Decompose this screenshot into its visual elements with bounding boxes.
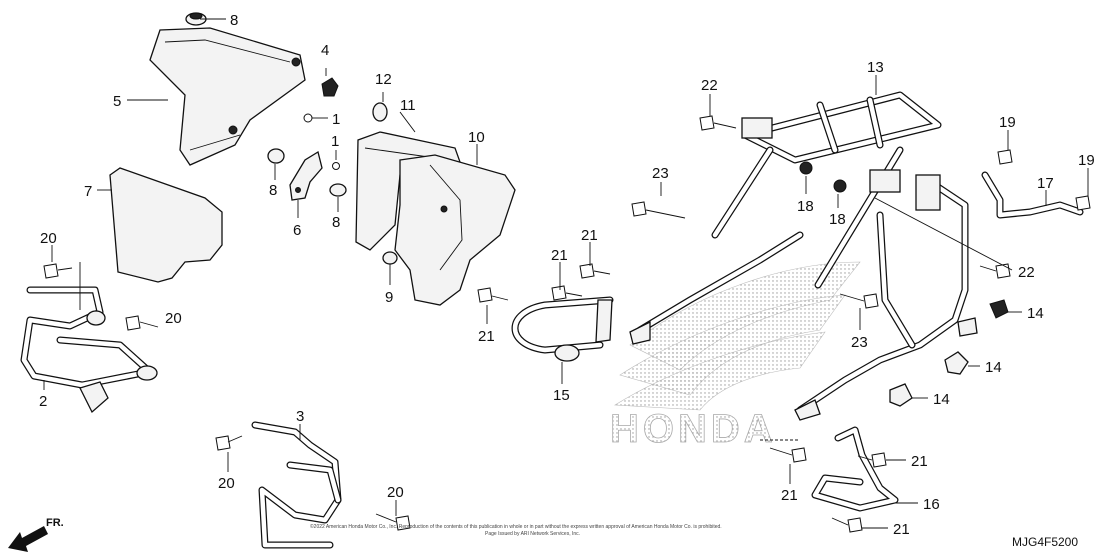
callout-21-a: 21 <box>478 328 495 345</box>
callout-14-c: 14 <box>933 391 950 408</box>
callout-5: 5 <box>113 93 121 110</box>
nuts <box>799 161 1009 407</box>
callout-3: 3 <box>296 408 304 425</box>
part-6-bracket <box>289 150 323 201</box>
callout-11: 11 <box>400 97 416 114</box>
callout-1-lower: 1 <box>331 133 339 150</box>
honda-watermark-text: HONDA <box>610 407 777 451</box>
part-13-rear-frame <box>629 91 978 421</box>
callout-1-upper: 1 <box>332 111 340 128</box>
callout-23-top: 23 <box>652 165 669 182</box>
callout-15: 15 <box>553 387 570 404</box>
callout-4: 4 <box>321 42 329 59</box>
callout-21-b: 21 <box>551 247 568 264</box>
copyright-line-1: ©2022 American Honda Motor Co., Inc. Rep… <box>310 523 722 530</box>
copyright-line-2: Page Issued by ARI Network Services, Inc… <box>485 531 580 537</box>
callout-19-a: 19 <box>999 114 1016 131</box>
callout-21-c: 21 <box>581 227 598 244</box>
callout-17: 17 <box>1037 175 1054 192</box>
bolts <box>43 115 1091 533</box>
leader-lines <box>43 18 1089 529</box>
callout-14-b: 14 <box>985 359 1002 376</box>
honda-wing-watermark: HONDA <box>610 261 861 451</box>
callout-20-left: 20 <box>40 230 57 247</box>
part-5-side-cover <box>149 27 306 166</box>
part-15-u-bracket <box>511 296 614 362</box>
callout-14-a: 14 <box>1027 305 1044 322</box>
fr-label: FR. <box>46 517 64 529</box>
callout-20-rail3: 20 <box>387 484 404 501</box>
part-2-grab-rail <box>20 286 158 414</box>
callout-8-top: 8 <box>230 12 238 29</box>
callout-18-a: 18 <box>797 198 814 215</box>
callout-13: 13 <box>867 59 884 76</box>
callout-8-mid: 8 <box>269 182 277 199</box>
part-16-bracket <box>811 426 899 512</box>
callout-23-bottom: 23 <box>851 334 868 351</box>
callout-22-top: 22 <box>701 77 718 94</box>
callout-20-bottom: 20 <box>218 475 235 492</box>
callout-9: 9 <box>385 289 393 306</box>
callout-21-f: 21 <box>893 521 910 538</box>
callout-18-b: 18 <box>829 211 846 228</box>
callout-8-low: 8 <box>332 214 340 231</box>
part-17-clip <box>981 171 1084 219</box>
callout-19-b: 19 <box>1078 152 1095 169</box>
callout-2: 2 <box>39 393 47 410</box>
callout-12: 12 <box>375 71 392 88</box>
callout-10: 10 <box>468 129 485 146</box>
part-3-grab-rail <box>251 421 342 549</box>
callout-21-d: 21 <box>781 487 798 504</box>
front-direction-arrow: FR. <box>8 517 64 552</box>
part-7-panel <box>109 167 223 283</box>
part-10-large-cover <box>394 154 516 306</box>
callout-16: 16 <box>923 496 940 513</box>
callout-22-right: 22 <box>1018 264 1035 281</box>
callout-labels: 8 4 5 1 12 11 1 10 8 6 8 7 9 20 20 2 21 … <box>39 12 1095 538</box>
callout-21-e: 21 <box>911 453 928 470</box>
diagram-code: MJG4F5200 <box>1012 535 1078 549</box>
callout-7: 7 <box>84 183 92 200</box>
callout-6: 6 <box>293 222 301 239</box>
callout-20-rail: 20 <box>165 310 182 327</box>
